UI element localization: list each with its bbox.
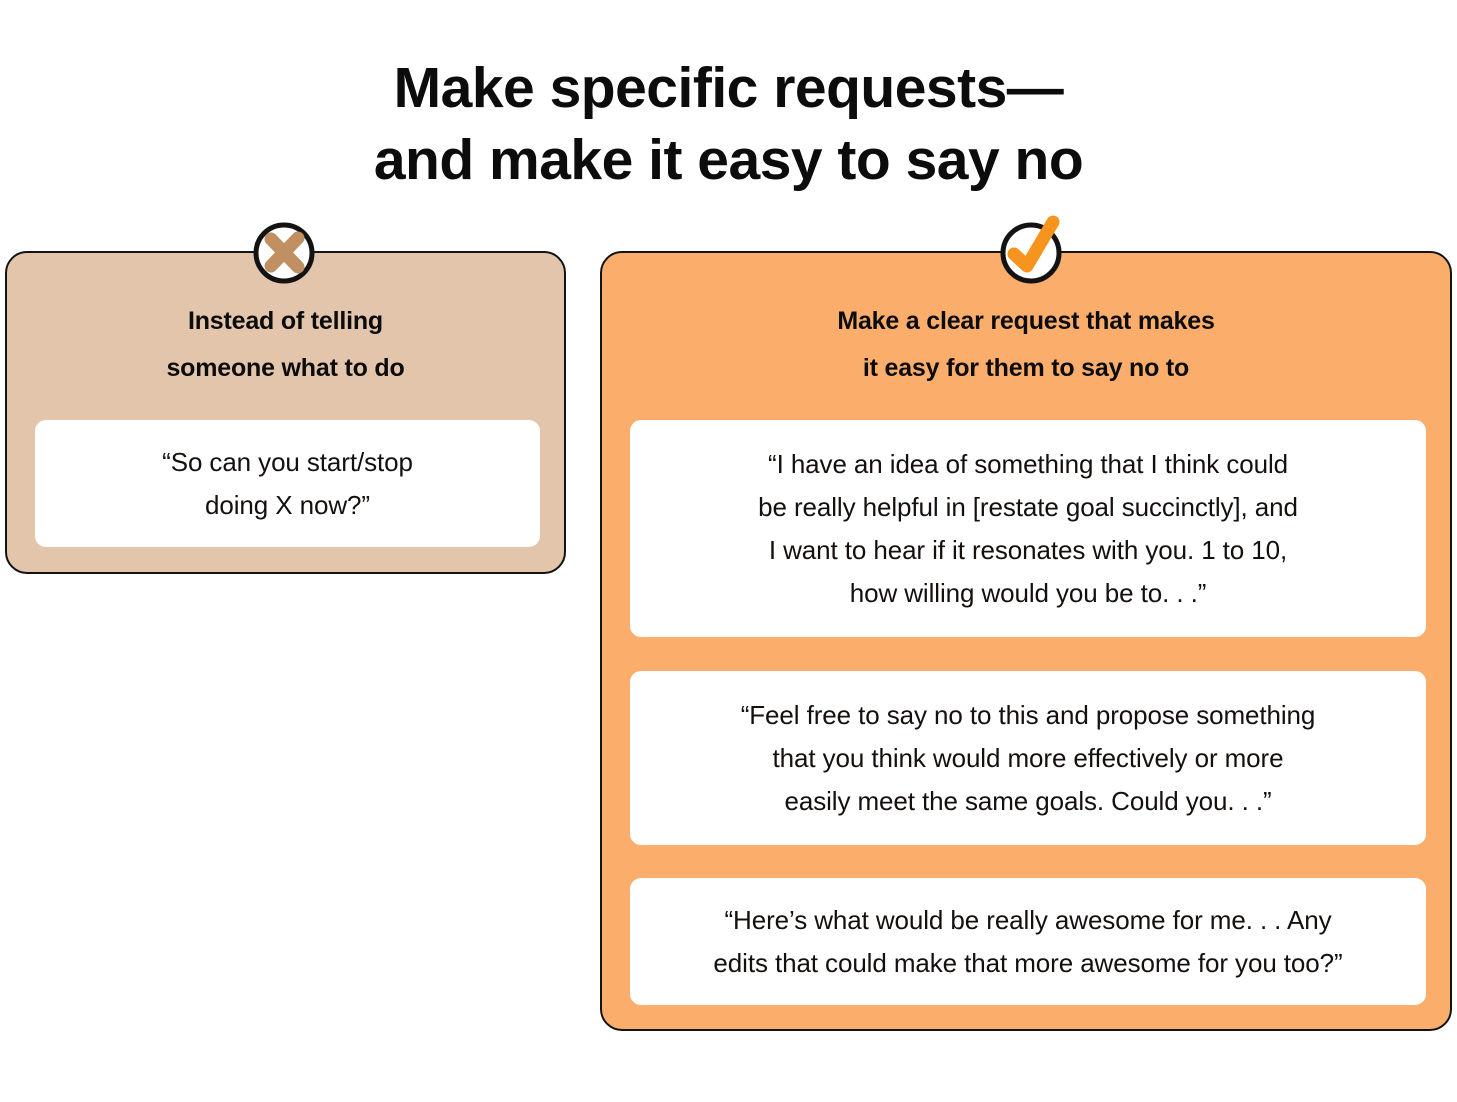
do-card-heading: Make a clear request that makes it easy …	[602, 298, 1450, 392]
check-mark-icon	[1000, 215, 1062, 284]
dont-card-heading: Instead of telling someone what to do	[7, 298, 564, 392]
page-title: Make specific requests— and make it easy…	[0, 52, 1457, 196]
dont-quote-line-1: “So can you start/stop	[162, 446, 413, 477]
do-quote-3-line-1: “Here’s what would be really awesome for…	[724, 904, 1332, 935]
do-quote-2-line-3: easily meet the same goals. Could you. .…	[784, 785, 1272, 816]
do-quote-1-line-1: “I have an idea of something that I thin…	[768, 448, 1288, 479]
do-quote-1-line-4: how willing would you be to. . .”	[849, 577, 1207, 608]
dont-card-heading-line-2: someone what to do	[166, 354, 405, 382]
dont-card: Instead of telling someone what to do “S…	[5, 251, 566, 574]
do-quote-box-3: “Here’s what would be really awesome for…	[630, 878, 1426, 1005]
do-card-heading-line-1: Make a clear request that makes	[837, 307, 1215, 335]
x-mark-icon	[253, 222, 315, 284]
dont-quote-line-2: doing X now?”	[205, 489, 370, 520]
do-quote-1-line-3: I want to hear if it resonates with you.…	[768, 534, 1288, 565]
do-quote-box-1: “I have an idea of something that I thin…	[630, 420, 1426, 637]
do-quote-2-line-2: that you think would more effectively or…	[772, 742, 1284, 773]
page-title-line-2: and make it easy to say no	[373, 128, 1084, 192]
do-quote-3-line-2: edits that could make that more awesome …	[713, 947, 1343, 978]
dont-card-heading-line-1: Instead of telling	[187, 307, 384, 335]
do-card-heading-line-2: it easy for them to say no to	[862, 354, 1190, 382]
do-quote-box-2: “Feel free to say no to this and propose…	[630, 671, 1426, 845]
dont-quote-box: “So can you start/stop doing X now?”	[35, 420, 540, 547]
do-card: Make a clear request that makes it easy …	[600, 251, 1452, 1031]
do-quote-1-line-2: be really helpful in [restate goal succi…	[758, 491, 1298, 522]
page-title-line-1: Make specific requests—	[393, 56, 1064, 120]
do-quote-2-line-1: “Feel free to say no to this and propose…	[740, 699, 1316, 730]
